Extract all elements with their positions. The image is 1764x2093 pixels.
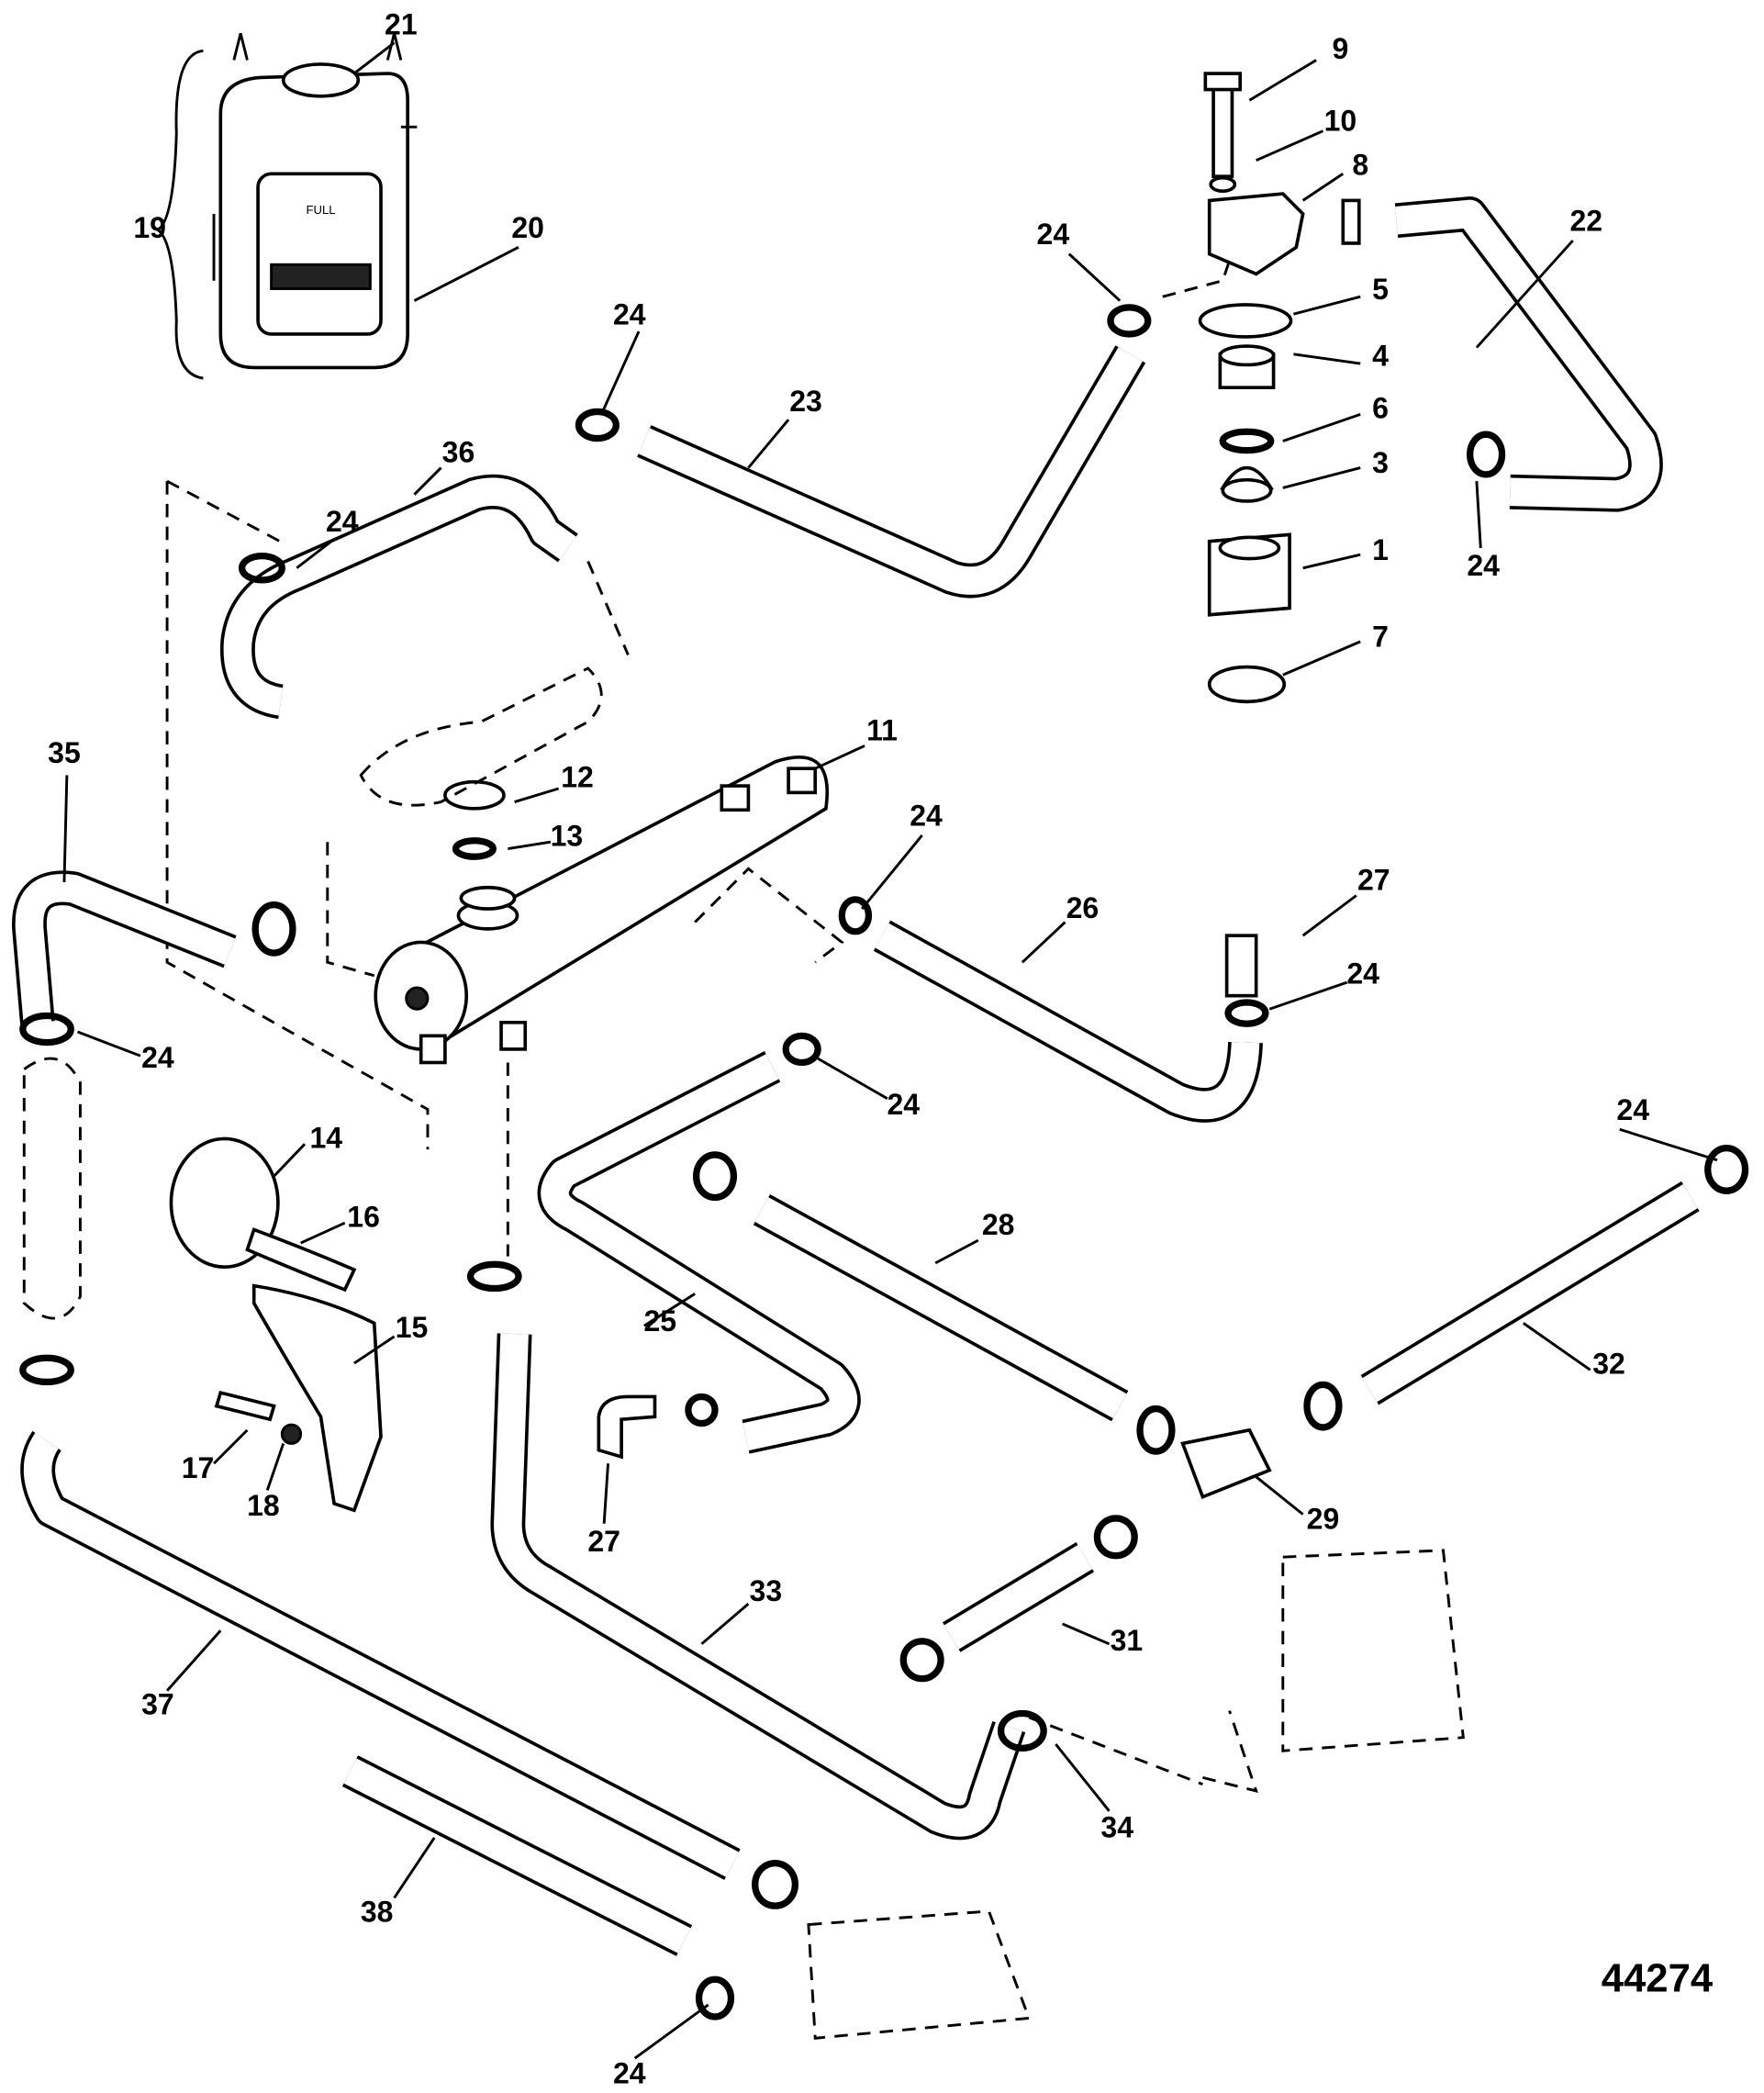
callout-24: 24: [1037, 218, 1070, 251]
hoses: [12, 196, 1700, 1956]
elbow-fitting: [597, 1394, 657, 1460]
reservoir-cap: [281, 62, 361, 98]
tank-full-mark: FULL: [306, 203, 335, 217]
callout-34: 34: [1100, 1811, 1133, 1844]
callout-32: 32: [1592, 1347, 1625, 1380]
callout-10: 10: [1324, 104, 1357, 137]
callout-35: 35: [48, 736, 81, 769]
callout-labels: 21 19 20 9 10 8 24 22 5 24 23 4 6 3 36 2…: [48, 8, 1649, 2090]
callout-27: 27: [1357, 863, 1390, 896]
callout-17: 17: [182, 1451, 215, 1484]
hose-clamps: [19, 304, 1749, 2020]
callout-1: 1: [1372, 533, 1389, 566]
callout-5: 5: [1372, 273, 1389, 306]
callout-20: 20: [511, 211, 544, 244]
callout-24: 24: [1467, 549, 1500, 582]
callout-27: 27: [587, 1525, 620, 1558]
callout-24: 24: [613, 298, 646, 331]
coolant-reservoir: FULL: [155, 33, 418, 380]
callout-18: 18: [247, 1489, 280, 1522]
callout-24: 24: [1346, 957, 1379, 990]
callout-37: 37: [141, 1688, 174, 1721]
callout-3: 3: [1372, 446, 1389, 479]
callout-24: 24: [141, 1041, 174, 1074]
phantom-filter: [22, 1057, 82, 1320]
heat-exchanger: [374, 755, 829, 1065]
callout-24: 24: [1616, 1093, 1649, 1126]
callout-36: 36: [442, 435, 475, 468]
callout-14: 14: [310, 1121, 343, 1154]
callout-12: 12: [561, 760, 594, 793]
callout-6: 6: [1372, 391, 1389, 424]
callout-24: 24: [613, 2057, 646, 2090]
callout-15: 15: [396, 1311, 429, 1344]
callout-24: 24: [887, 1088, 920, 1121]
figure-number: 44274: [1602, 1955, 1714, 2000]
phantom-block: [1281, 1549, 1465, 1752]
fitting-27: [1224, 934, 1258, 998]
bracket: [251, 1283, 383, 1513]
callout-22: 22: [1569, 205, 1602, 238]
thermostat-assembly: [1162, 72, 1361, 704]
callout-19: 19: [133, 211, 166, 244]
callout-13: 13: [551, 819, 584, 852]
callout-24: 24: [910, 800, 943, 833]
callout-38: 38: [361, 1895, 394, 1928]
callout-11: 11: [866, 713, 898, 746]
callout-7: 7: [1372, 620, 1389, 653]
phantom-pump-lower: [807, 1909, 1032, 2040]
callout-25: 25: [644, 1304, 677, 1338]
callout-4: 4: [1372, 340, 1389, 373]
callout-33: 33: [750, 1574, 783, 1607]
callout-16: 16: [347, 1200, 380, 1233]
callout-8: 8: [1352, 148, 1368, 181]
callout-24: 24: [326, 505, 359, 538]
callout-31: 31: [1111, 1624, 1144, 1657]
callout-26: 26: [1066, 891, 1100, 924]
phantom-pump: [359, 666, 603, 807]
callout-23: 23: [789, 385, 822, 418]
callout-9: 9: [1332, 32, 1348, 65]
tee-fitting: [1180, 1427, 1272, 1500]
callout-29: 29: [1307, 1502, 1340, 1535]
callout-21: 21: [385, 8, 418, 41]
callout-28: 28: [982, 1208, 1015, 1241]
